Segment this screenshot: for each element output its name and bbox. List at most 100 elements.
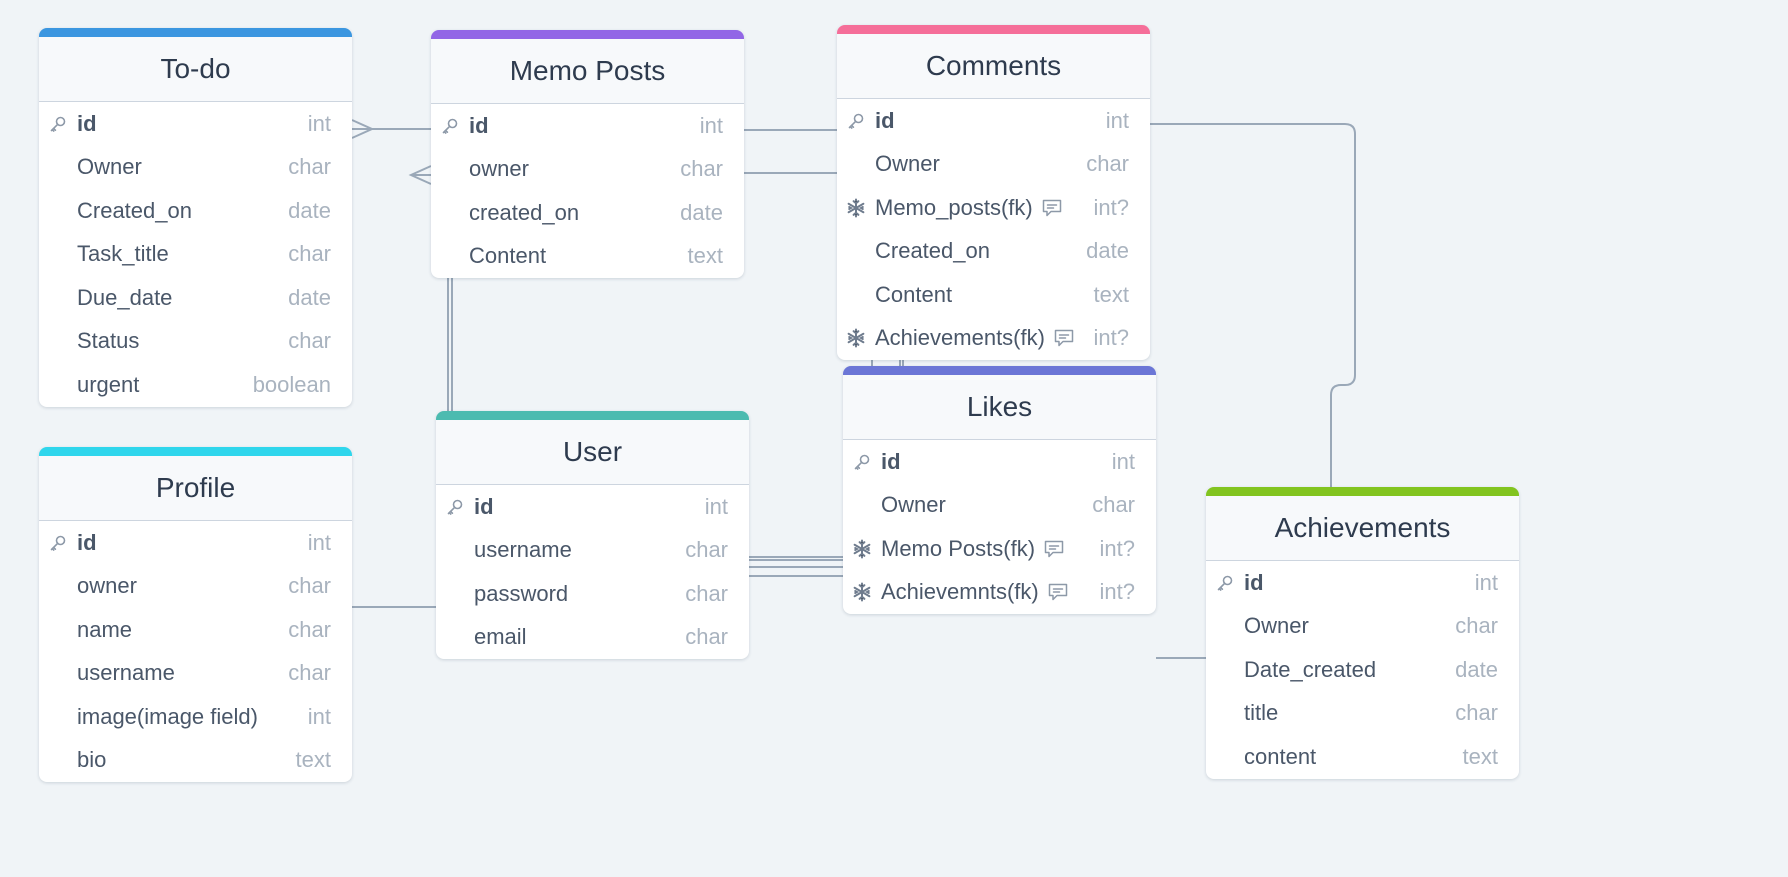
field-type: int? <box>1093 194 1129 220</box>
field-name: created_on <box>469 199 580 225</box>
snowflake-icon <box>837 198 875 218</box>
field-name: Created_on <box>875 238 990 264</box>
field-type: int <box>1105 107 1129 133</box>
field-row[interactable]: Created_on date <box>837 230 1150 274</box>
memo-posts-table-title[interactable]: Memo Posts <box>431 39 744 104</box>
profile-table-title[interactable]: Profile <box>39 456 352 521</box>
field-row[interactable]: Achievements(fk)int? <box>837 317 1150 361</box>
field-type: date <box>288 197 331 223</box>
field-row[interactable]: Created_on date <box>39 189 352 233</box>
comments-table-title[interactable]: Comments <box>837 34 1150 99</box>
field-type: char <box>1455 613 1498 639</box>
field-type: char <box>288 660 331 686</box>
field-type: text <box>1093 281 1129 307</box>
field-name: Owner <box>77 154 142 180</box>
field-name: name <box>77 616 133 642</box>
field-row[interactable]: image(image field)int <box>39 695 352 739</box>
field-row[interactable]: Task_title char <box>39 233 352 277</box>
field-type: date <box>1086 238 1129 264</box>
field-type: int <box>699 112 723 138</box>
field-name: owner <box>469 156 529 182</box>
field-row[interactable]: Content text <box>837 273 1150 317</box>
field-type: int <box>1474 569 1498 595</box>
snowflake-icon <box>843 582 881 602</box>
key-icon <box>39 534 77 552</box>
field-name: Content <box>875 281 953 307</box>
field-name: Owner <box>1244 613 1309 639</box>
field-name: email <box>474 624 527 650</box>
field-row[interactable]: created_on date <box>431 191 744 235</box>
field-name: Owner <box>881 492 946 518</box>
key-icon <box>843 453 881 471</box>
field-name: bio <box>77 747 107 773</box>
user-table-title[interactable]: User <box>436 420 749 485</box>
field-name: title <box>1244 700 1279 726</box>
comment-icon[interactable] <box>1053 328 1075 348</box>
field-type: boolean <box>252 371 331 397</box>
field-type: text <box>1462 743 1498 769</box>
connector-profile-user <box>352 575 449 608</box>
field-name: Memo Posts(fk) <box>881 535 1036 561</box>
field-name: password <box>474 580 569 606</box>
field-name: id <box>875 107 895 133</box>
field-type: char <box>288 328 331 354</box>
key-icon <box>837 112 875 130</box>
crow-foot-marker <box>408 165 432 185</box>
field-type: char <box>288 241 331 267</box>
comment-icon[interactable] <box>1041 198 1063 218</box>
field-type: char <box>685 537 728 563</box>
field-row[interactable]: id int <box>837 99 1150 143</box>
field-row[interactable]: Memo_posts(fk)int? <box>837 186 1150 230</box>
field-row[interactable]: Memo Posts(fk)int? <box>843 527 1156 571</box>
field-name: owner <box>77 573 137 599</box>
likes-table-title[interactable]: Likes <box>843 375 1156 440</box>
key-icon <box>1206 574 1244 592</box>
todo-table-title[interactable]: To-do <box>39 37 352 102</box>
field-name: Created_on <box>77 197 192 223</box>
field-row[interactable]: name char <box>39 608 352 652</box>
field-name: Owner <box>875 151 940 177</box>
field-type: date <box>680 199 723 225</box>
comment-icon[interactable] <box>1043 539 1065 559</box>
field-row[interactable]: Achievemnts(fk)int? <box>843 571 1156 615</box>
field-row[interactable]: Owner char <box>1206 605 1519 649</box>
comment-icon[interactable] <box>1047 582 1069 602</box>
key-icon <box>431 117 469 135</box>
field-name: Task_title <box>77 241 169 267</box>
field-type: char <box>288 616 331 642</box>
field-name: Achievemnts(fk) <box>881 579 1039 605</box>
achievements-table-title[interactable]: Achievements <box>1206 496 1519 561</box>
key-icon <box>39 115 77 133</box>
